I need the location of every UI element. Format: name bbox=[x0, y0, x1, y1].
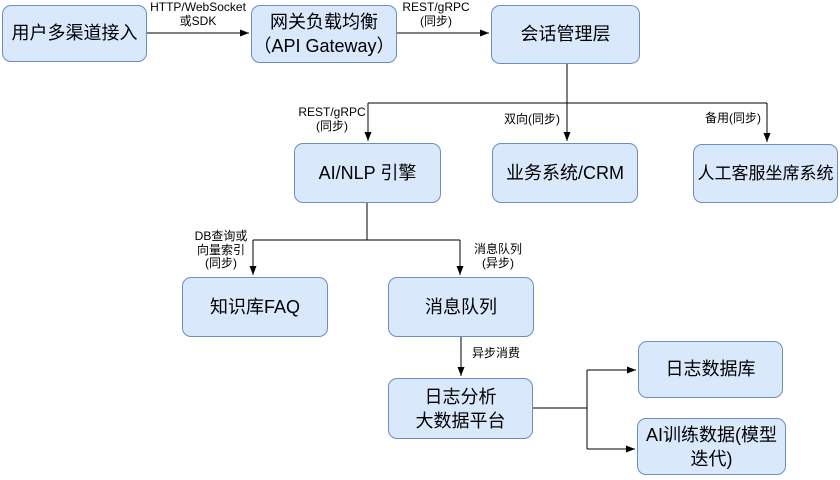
node-ai-nlp-engine: AI/NLP 引擎 bbox=[294, 143, 441, 203]
edge-label-rest-grpc-sync-top: REST/gRPC (同步) bbox=[402, 0, 470, 28]
edge-label-db-query-vector-index: DB查询或 向量索引 (同步) bbox=[194, 229, 248, 270]
node-knowledge-base-faq: 知识库FAQ bbox=[182, 277, 328, 337]
edge-label-message-queue-async: 消息队列 (异步) bbox=[473, 242, 522, 270]
edge-label-http-websocket-sdk: HTTP/WebSocket 或SDK bbox=[150, 0, 246, 28]
node-log-analysis-bigdata-platform: 日志分析 大数据平台 bbox=[388, 378, 533, 439]
node-business-crm: 业务系统/CRM bbox=[492, 143, 638, 203]
edge-label-bidirectional-sync: 双向(同步) bbox=[504, 112, 560, 126]
edge-label-async-consume: 异步消费 bbox=[471, 346, 520, 360]
node-log-database: 日志数据库 bbox=[638, 341, 783, 398]
node-session-management: 会话管理层 bbox=[491, 5, 640, 64]
node-user-multichannel-access: 用户多渠道接入 bbox=[2, 5, 147, 62]
node-human-agent-system: 人工客服坐席系统 bbox=[693, 144, 838, 203]
edge-label-backup-sync: 备用(同步) bbox=[705, 111, 761, 125]
node-ai-training-data: AI训练数据(模型 迭代) bbox=[637, 418, 786, 475]
node-api-gateway: 网关负载均衡 （API Gateway） bbox=[251, 5, 397, 63]
edge-label-rest-grpc-sync-ai: REST/gRPC (同步) bbox=[298, 105, 366, 133]
node-message-queue: 消息队列 bbox=[388, 277, 534, 337]
